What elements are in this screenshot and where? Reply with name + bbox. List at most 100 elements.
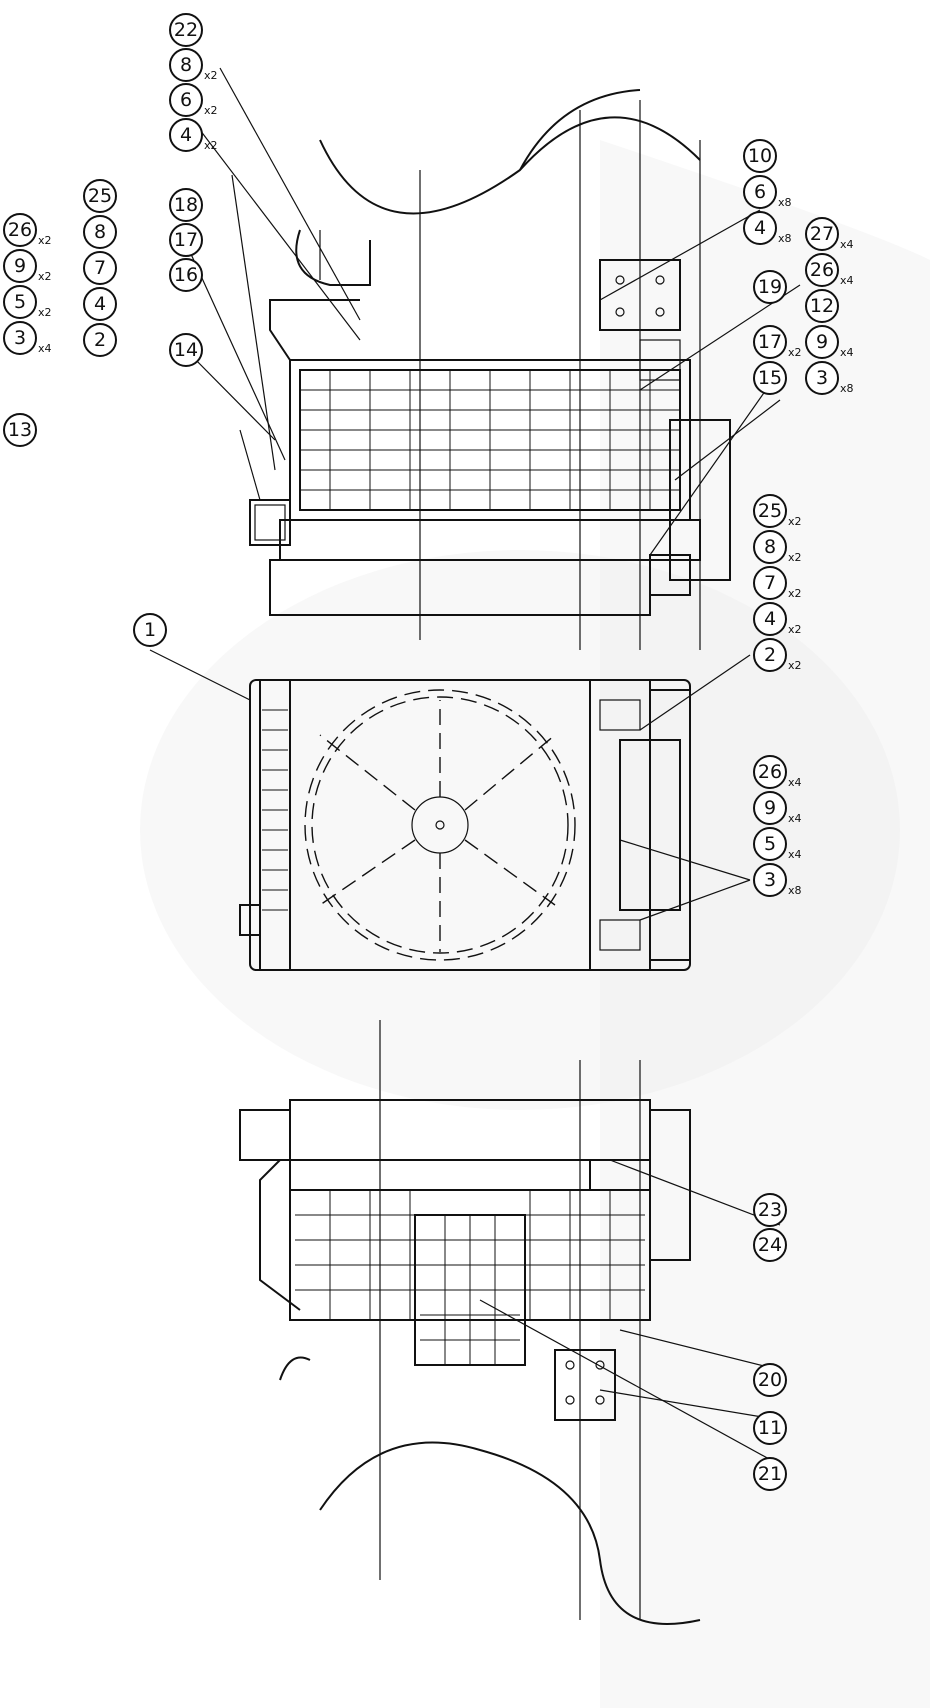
svg-text:3: 3 (764, 869, 776, 891)
svg-text:x2: x2 (38, 270, 52, 283)
balloon-4-x8: 4 x8 (743, 211, 792, 245)
svg-text:9: 9 (14, 255, 26, 277)
svg-text:x4: x4 (788, 776, 802, 789)
balloon-5-x4: 5 x4 (753, 827, 802, 861)
svg-text:x4: x4 (840, 238, 854, 251)
balloon-23: 23 (753, 1193, 787, 1227)
svg-text:x2: x2 (788, 346, 802, 359)
svg-text:1: 1 (144, 619, 156, 641)
balloon-6-x2: 6 x2 (169, 83, 218, 117)
balloon-20: 20 (753, 1363, 787, 1397)
svg-text:x8: x8 (778, 196, 792, 209)
leader-lines (149, 67, 801, 1466)
balloon-8-x2: 8 x2 (169, 48, 218, 82)
svg-text:26: 26 (8, 219, 32, 241)
svg-text:x2: x2 (38, 306, 52, 319)
balloon-12: 12 (805, 289, 839, 323)
svg-text:17: 17 (174, 229, 198, 251)
svg-text:26: 26 (758, 761, 782, 783)
side-view-top (249, 89, 731, 650)
svg-text:x4: x4 (38, 342, 52, 355)
balloon-3-x4: 3 x4 (3, 321, 52, 355)
svg-text:13: 13 (8, 419, 32, 441)
svg-text:6: 6 (180, 89, 192, 111)
svg-text:x4: x4 (788, 812, 802, 825)
svg-text:x4: x4 (788, 848, 802, 861)
balloon-22: 22 (169, 13, 203, 47)
svg-text:5: 5 (764, 833, 776, 855)
svg-text:x8: x8 (788, 884, 802, 897)
balloon-8: 8 (83, 215, 117, 249)
svg-text:19: 19 (758, 276, 782, 298)
svg-text:22: 22 (174, 19, 198, 41)
balloon-2: 2 (83, 323, 117, 357)
svg-text:4: 4 (180, 124, 192, 146)
balloon-26-x2: 26 x2 (3, 213, 52, 247)
svg-text:18: 18 (174, 194, 198, 216)
svg-text:3: 3 (14, 327, 26, 349)
balloon-27-x4: 27 x4 (805, 217, 854, 251)
balloon-21: 21 (753, 1457, 787, 1491)
svg-text:x4: x4 (840, 274, 854, 287)
svg-text:x2: x2 (38, 234, 52, 247)
svg-text:x2: x2 (204, 104, 218, 117)
balloon-6-x8: 6 x8 (743, 175, 792, 209)
svg-text:21: 21 (758, 1463, 782, 1485)
balloon-16: 16 (169, 258, 203, 292)
svg-text:8: 8 (94, 221, 106, 243)
svg-text:23: 23 (758, 1199, 782, 1221)
balloon-11: 11 (753, 1411, 787, 1445)
svg-text:9: 9 (816, 331, 828, 353)
balloon-4: 4 (83, 287, 117, 321)
svg-text:24: 24 (758, 1234, 782, 1256)
front-view (239, 679, 691, 971)
balloon-3-x8-top: 3 x8 (805, 361, 854, 395)
balloon-7: 7 (83, 251, 117, 285)
svg-text:x2: x2 (204, 139, 218, 152)
svg-text:8: 8 (180, 54, 192, 76)
balloon-4-x2: 4 x2 (169, 118, 218, 152)
svg-text:27: 27 (810, 223, 834, 245)
svg-text:15: 15 (758, 367, 782, 389)
svg-text:26: 26 (810, 259, 834, 281)
balloon-17-x2: 17 x2 (753, 325, 802, 359)
svg-text:11: 11 (758, 1417, 782, 1439)
balloons: 13 3 x4 5 x2 9 x2 26 x2 2 4 7 8 (3, 13, 854, 1491)
balloon-8-x2-mid: 8 x2 (753, 530, 802, 564)
svg-text:x2: x2 (788, 659, 802, 672)
svg-text:6: 6 (754, 181, 766, 203)
balloon-25-x2: 25 x2 (753, 494, 802, 528)
balloon-24: 24 (753, 1228, 787, 1262)
svg-text:x2: x2 (788, 623, 802, 636)
balloon-15: 15 (753, 361, 787, 395)
svg-text:12: 12 (810, 295, 834, 317)
balloon-2-x2: 2 x2 (753, 638, 802, 672)
balloon-9-x2: 9 x2 (3, 249, 52, 283)
balloon-13: 13 (3, 413, 37, 447)
svg-text:x8: x8 (778, 232, 792, 245)
svg-text:5: 5 (14, 291, 26, 313)
side-view-bottom (239, 1020, 701, 1625)
svg-text:x2: x2 (788, 587, 802, 600)
svg-text:8: 8 (764, 536, 776, 558)
svg-text:4: 4 (764, 608, 776, 630)
svg-text:x2: x2 (204, 69, 218, 82)
balloon-4-x2-mid: 4 x2 (753, 602, 802, 636)
svg-text:x2: x2 (788, 551, 802, 564)
svg-text:x8: x8 (840, 382, 854, 395)
balloon-19: 19 (753, 270, 787, 304)
balloon-17: 17 (169, 223, 203, 257)
svg-text:25: 25 (758, 500, 782, 522)
svg-text:7: 7 (764, 572, 776, 594)
balloon-26-x4-top: 26 x4 (805, 253, 854, 287)
watermark (140, 140, 930, 1708)
svg-text:x4: x4 (840, 346, 854, 359)
balloon-3-x8-mid: 3 x8 (753, 863, 802, 897)
svg-text:16: 16 (174, 264, 198, 286)
svg-text:20: 20 (758, 1369, 782, 1391)
svg-text:7: 7 (94, 257, 106, 279)
balloon-9-x4-top: 9 x4 (805, 325, 854, 359)
balloon-10: 10 (743, 139, 777, 173)
